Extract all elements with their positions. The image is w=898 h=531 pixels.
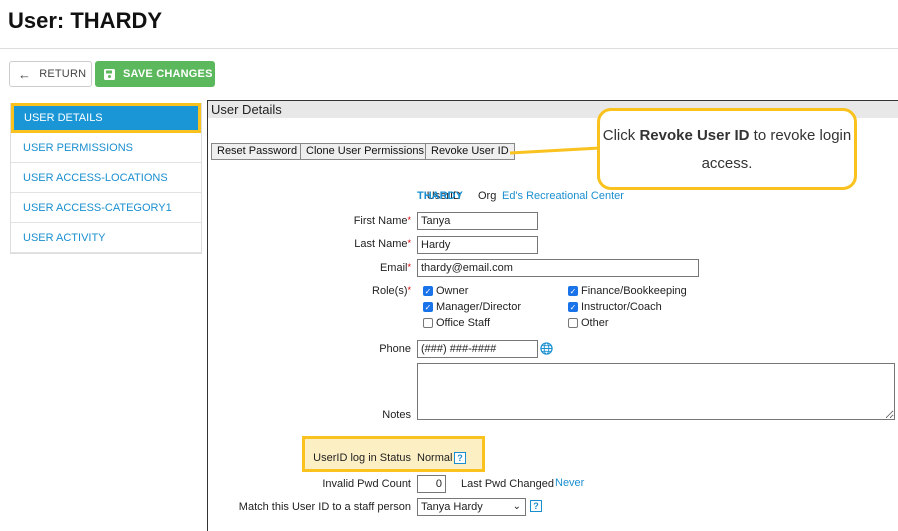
last-name-label: Last Name* xyxy=(354,238,411,250)
checkbox-checked-icon: ✓ xyxy=(568,302,578,313)
details-panel xyxy=(207,100,898,531)
sidebar-item-user-access-category1[interactable]: USER ACCESS-CATEGORY1 xyxy=(11,193,201,223)
org-label: Org xyxy=(478,190,497,202)
last-pwd-label: Last Pwd Changed xyxy=(461,478,554,490)
first-name-label: First Name* xyxy=(353,215,411,227)
checkbox-checked-icon: ✓ xyxy=(423,302,433,313)
return-label: RETURN xyxy=(39,68,87,80)
match-staff-label: Match this User ID to a staff person xyxy=(238,501,411,513)
help-icon[interactable]: ? xyxy=(530,500,542,512)
callout-text: Click xyxy=(602,127,640,144)
email-label: Email* xyxy=(379,262,411,274)
help-icon[interactable]: ? xyxy=(454,452,466,464)
floppy-icon xyxy=(104,68,115,80)
last-name-input[interactable]: Hardy xyxy=(417,236,538,254)
last-pwd-value[interactable]: Never xyxy=(555,477,585,489)
invalid-pwd-label: Invalid Pwd Count xyxy=(322,478,411,490)
sidebar-item-user-details[interactable]: USER DETAILS xyxy=(11,103,201,133)
arrow-left-icon: ← xyxy=(18,66,32,82)
sidebar-item-user-activity[interactable]: USER ACTIVITY xyxy=(11,223,201,253)
checkbox-checked-icon: ✓ xyxy=(568,286,578,297)
role-manager-checkbox[interactable]: ✓Manager/Director xyxy=(423,301,521,313)
roles-label: Role(s)* xyxy=(372,285,411,297)
email-input[interactable]: thardy@email.com xyxy=(417,259,699,277)
callout-tooltip: Click Revoke User ID to revoke login acc… xyxy=(597,108,857,190)
return-button[interactable]: ← RETURN xyxy=(9,61,92,87)
userid-label: UserID xyxy=(426,190,461,202)
status-label: UserID log in Status xyxy=(313,452,411,464)
notes-label: Notes xyxy=(382,409,411,421)
sidebar-item-user-access-locations[interactable]: USER ACCESS-LOCATIONS xyxy=(11,163,201,193)
staff-select[interactable]: Tanya Hardy⌄ xyxy=(417,498,526,516)
role-owner-checkbox[interactable]: ✓Owner xyxy=(423,285,469,297)
checkbox-checked-icon: ✓ xyxy=(423,286,433,297)
org-link[interactable]: Ed's Recreational Center xyxy=(502,190,624,202)
save-changes-button[interactable]: SAVE CHANGES xyxy=(95,61,215,87)
callout-bold: Revoke User ID xyxy=(639,127,750,144)
role-office-staff-checkbox[interactable]: Office Staff xyxy=(423,317,490,329)
callout-pointer xyxy=(509,146,601,155)
role-instructor-checkbox[interactable]: ✓Instructor/Coach xyxy=(568,301,662,313)
first-name-input[interactable]: Tanya xyxy=(417,212,538,230)
divider xyxy=(0,48,898,49)
userid-value: THARDY xyxy=(417,190,463,202)
phone-input[interactable]: (###) ###-#### xyxy=(417,340,538,358)
callout-text-end: to revoke login access. xyxy=(701,127,852,172)
reset-password-button[interactable]: Reset Password xyxy=(211,143,304,160)
revoke-user-id-button[interactable]: Revoke User ID xyxy=(425,143,515,160)
sidebar-item-user-permissions[interactable]: USER PERMISSIONS xyxy=(11,133,201,163)
checkbox-unchecked-icon xyxy=(568,318,578,329)
invalid-pwd-input[interactable]: 0 xyxy=(417,475,446,493)
checkbox-unchecked-icon xyxy=(423,318,433,329)
globe-icon[interactable] xyxy=(540,342,553,355)
notes-textarea[interactable] xyxy=(417,363,895,420)
save-label: SAVE CHANGES xyxy=(123,68,213,80)
page-title: User: THARDY xyxy=(8,8,163,33)
role-finance-checkbox[interactable]: ✓Finance/Bookkeeping xyxy=(568,285,687,297)
phone-label: Phone xyxy=(379,343,411,355)
chevron-down-icon: ⌄ xyxy=(512,501,521,512)
status-value: Normal xyxy=(417,452,453,464)
role-other-checkbox[interactable]: Other xyxy=(568,317,609,329)
sidebar: USER DETAILS USER PERMISSIONS USER ACCES… xyxy=(10,103,202,254)
clone-permissions-button[interactable]: Clone User Permissions xyxy=(300,143,430,160)
